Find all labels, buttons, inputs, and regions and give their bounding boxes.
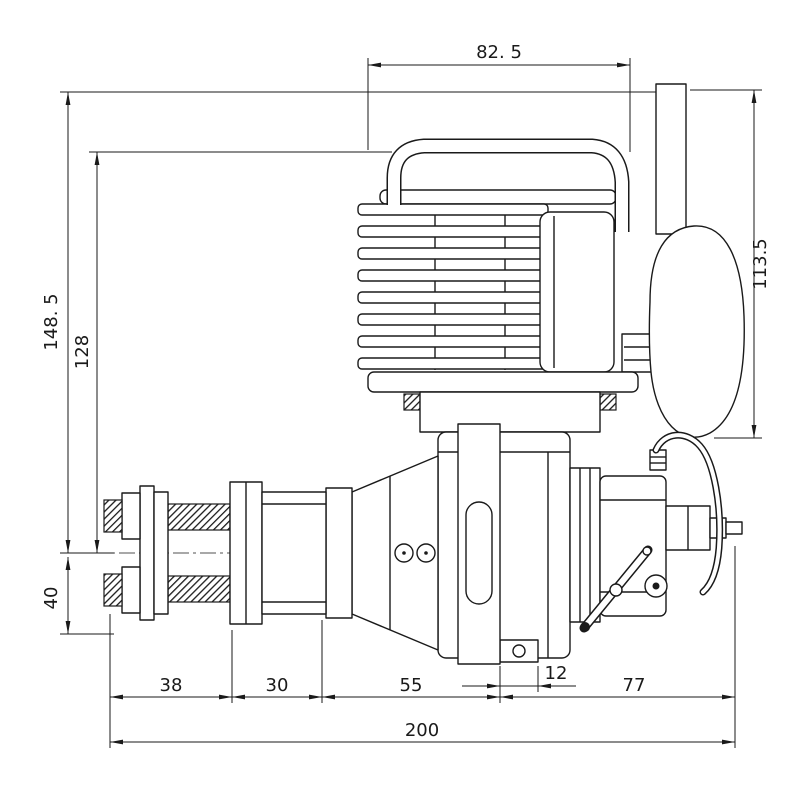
dim-seg-77: 77 xyxy=(500,675,735,700)
exhaust-pipe xyxy=(655,83,687,235)
head-tube xyxy=(386,138,630,232)
threaded-shaft-lower xyxy=(167,575,231,603)
dim-label-top-width: 82. 5 xyxy=(476,42,522,63)
front-mount-plate xyxy=(457,423,501,665)
intake-manifold xyxy=(367,371,639,433)
dim-label-overall-height: 148. 5 xyxy=(41,293,62,350)
dim-top-width: 82. 5 xyxy=(367,42,631,152)
dim-label-seg-30: 30 xyxy=(266,675,289,696)
dim-label-seg-77: 77 xyxy=(623,675,646,696)
dim-label-overall-length: 200 xyxy=(405,720,439,741)
manifold-bolt-left xyxy=(403,393,421,411)
prop-washer-outer xyxy=(139,485,155,621)
muffler xyxy=(621,225,745,438)
carburetor xyxy=(569,431,743,633)
prop-bolt-lower xyxy=(103,573,123,607)
dim-mount-plate-12: 12 xyxy=(462,663,576,689)
dim-label-seg-55: 55 xyxy=(400,675,423,696)
front-collar xyxy=(325,487,353,619)
cylinder-head-cap xyxy=(379,189,617,205)
dim-label-inner-height: 128 xyxy=(72,335,93,369)
mount-bolt-hole xyxy=(512,644,526,658)
dim-hub-height: 40 xyxy=(41,557,114,635)
dim-seg-30: 30 xyxy=(232,675,322,700)
needle-valve-screw xyxy=(725,521,743,535)
cylinder-assembly xyxy=(357,189,617,373)
fuel-nipple xyxy=(649,449,667,471)
mount-plate-slot xyxy=(465,501,493,605)
dim-inner-height: 128 xyxy=(72,151,392,553)
cylinder-rear-block xyxy=(539,211,615,373)
manifold-bolt-right xyxy=(599,393,617,411)
rear-cover xyxy=(569,467,601,623)
dim-seg-38: 38 xyxy=(110,675,232,700)
prop-shaft-assembly xyxy=(103,481,327,625)
shaft-spacer xyxy=(261,491,327,615)
front-housing xyxy=(325,455,439,651)
cylinder-base-flange xyxy=(367,371,639,393)
prop-bolt-upper xyxy=(103,499,123,533)
muffler-bracket xyxy=(621,333,655,373)
dimension-annotations: 82. 5 113.5 148. 5 128 40 xyxy=(41,42,771,748)
dim-overall-height: 148. 5 xyxy=(41,91,656,554)
dim-label-right-height: 113.5 xyxy=(750,238,771,290)
dim-right-height: 113.5 xyxy=(690,89,771,439)
lever-pivot xyxy=(609,583,623,597)
dim-label-seg-38: 38 xyxy=(160,675,183,696)
prop-washer-inner xyxy=(153,491,169,615)
dim-label-mount-plate: 12 xyxy=(545,663,568,684)
dim-extension-lines-bottom xyxy=(109,546,736,748)
threaded-shaft-upper xyxy=(167,503,231,531)
dim-overall-length: 200 xyxy=(110,720,735,745)
lever-ball xyxy=(580,622,590,632)
dim-label-hub-height: 40 xyxy=(41,587,62,610)
dim-seg-55: 55 xyxy=(322,675,500,700)
engine-illustration xyxy=(92,83,745,665)
